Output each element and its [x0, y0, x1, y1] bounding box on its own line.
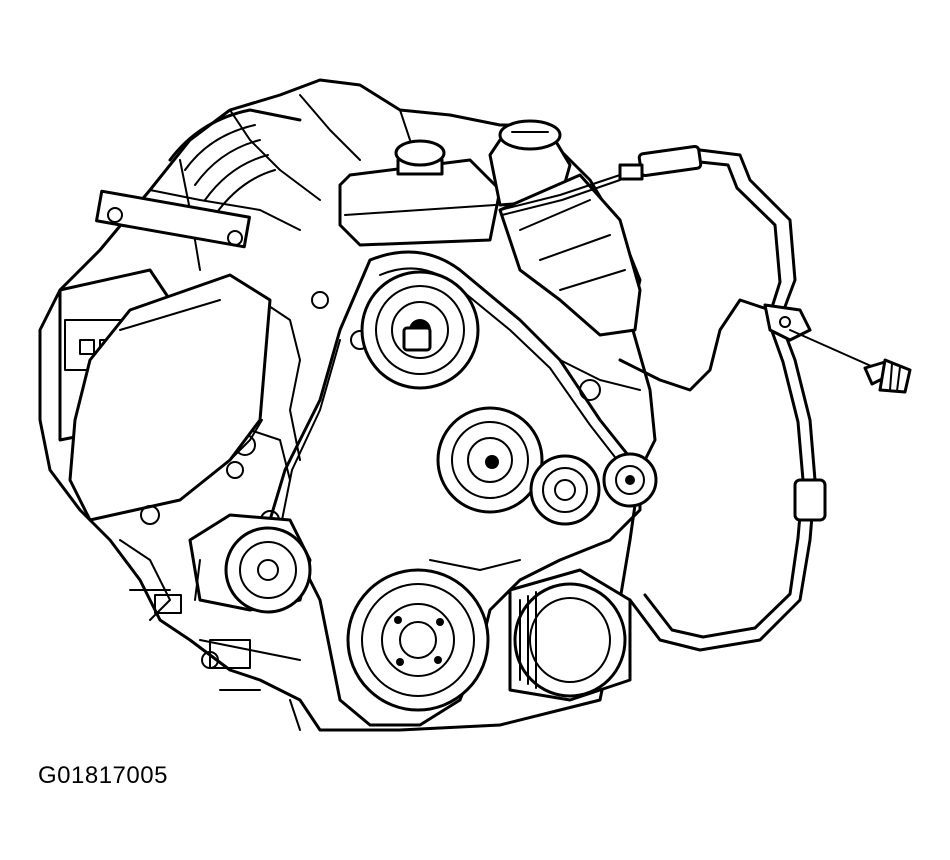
- tensioner-pulley: [531, 456, 599, 524]
- pressure-line: [500, 175, 770, 390]
- engine-cover: [70, 275, 270, 524]
- ac-compressor: [510, 570, 630, 700]
- idler-pulley: [438, 408, 542, 512]
- power-steering-hose: [620, 146, 825, 650]
- engine-line-drawing: [0, 0, 950, 760]
- alternator: [190, 515, 310, 612]
- crankshaft-pulley: [348, 570, 488, 710]
- intake-manifold: [97, 110, 300, 247]
- figure-id-label: G01817005: [38, 762, 168, 789]
- lower-brackets: [120, 540, 300, 730]
- small-idler-pulley: [604, 454, 656, 506]
- coolant-reservoir: [340, 141, 500, 245]
- upper-pulley: [362, 272, 478, 388]
- mounting-bolt: [790, 330, 910, 392]
